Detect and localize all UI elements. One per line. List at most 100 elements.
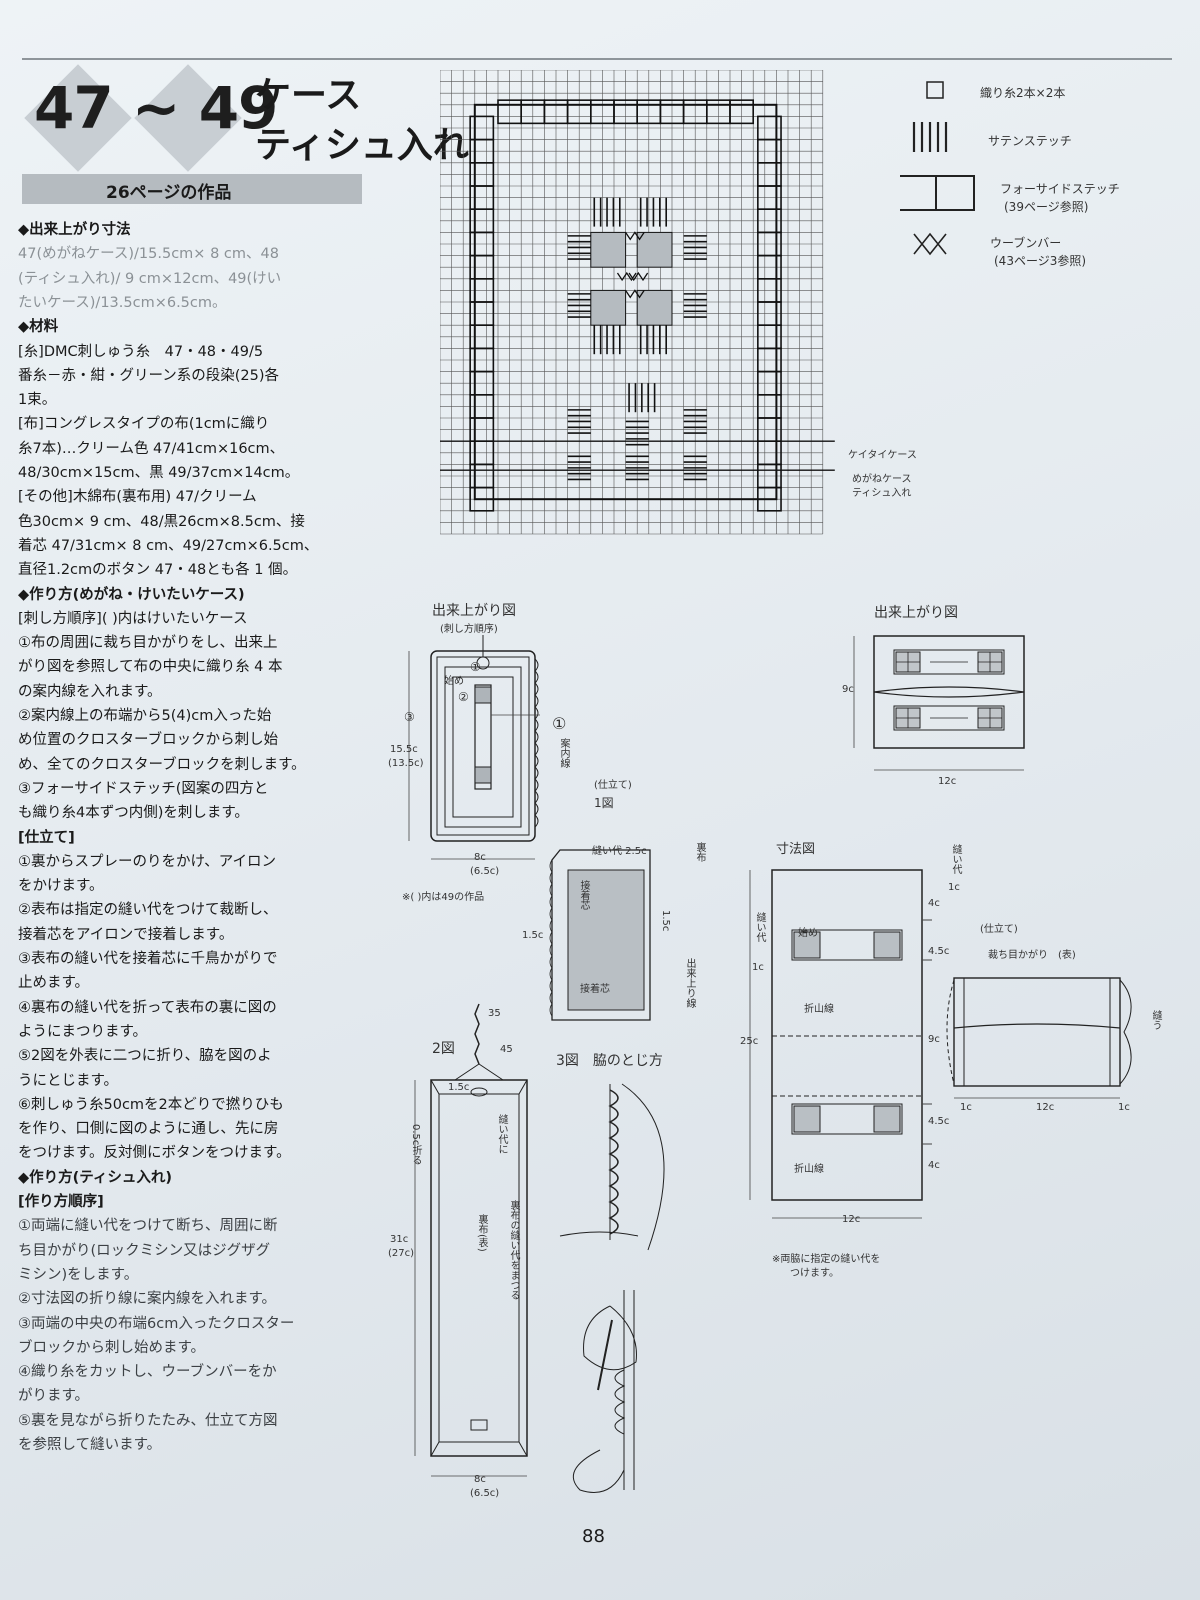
finish-tissue-w1: 1c (960, 1102, 972, 1113)
dims-a4: 4c (928, 898, 940, 909)
fig1-seam: 縫い代 2.5c (592, 846, 647, 857)
instruction-line: [刺し方順序]( )内はけいたいケース (18, 610, 248, 627)
instruction-line: 番糸－赤・紺・グリーン系の段染(25)各 (18, 367, 280, 384)
instruction-line: の案内線を入れます。 (18, 683, 162, 700)
instruction-line: ①裏からスプレーのりをかけ、アイロン (18, 853, 277, 870)
instruction-line: ◆作り方(めがね・けいたいケース) (18, 586, 245, 603)
instruction-line: 着芯 47/31cm× 8 cm、49/27cm×6.5cm、 (18, 537, 319, 554)
dims-title: 寸法図 (776, 842, 816, 857)
finished-case-note: ※( )内は49の作品 (402, 892, 485, 903)
legend-symbols (900, 81, 975, 256)
dims-seam-top-size: 1c (948, 882, 960, 893)
instruction-line: め位置のクロスターブロックから刺し始 (18, 732, 279, 749)
project-number: 47 ~ 49 (34, 74, 278, 142)
dims-b45: 4.5c (928, 1116, 950, 1127)
fig2-height-alt: (27c) (388, 1248, 415, 1259)
fig3-diagram (559, 1083, 665, 1493)
top-rule (22, 58, 1172, 60)
fig2-diagram (414, 1003, 528, 1477)
instruction-line: [糸]DMC刺しゅう糸 47・48・49/5 (18, 343, 264, 360)
instruction-line: 止めます。 (18, 975, 90, 992)
instruction-line: がります。 (18, 1388, 90, 1405)
instruction-line: も織り糸4本ずつ内側)を刺します。 (18, 805, 249, 822)
legend-fourside-ref: (39ページ参照) (1004, 200, 1089, 214)
instruction-line: ◆作り方(ティシュ入れ) (18, 1169, 173, 1186)
fig1-interfacing: 接着芯 (578, 880, 589, 910)
fig1-diagram (549, 849, 651, 1021)
finish-tissue-w2: 12c (1036, 1102, 1055, 1113)
instruction-line: を作り、口側に図のように通し、先に房 (18, 1121, 279, 1138)
finished-case-width-alt: (6.5c) (470, 866, 500, 877)
finished-case-c3: ③ (404, 710, 415, 724)
fig2-height: 31c (390, 1234, 409, 1245)
instruction-line: ①両端に縫い代をつけて断ち、周囲に断 (18, 1218, 278, 1235)
instruction-line: ③表布の縫い代を接着芯に千鳥かがりで (18, 951, 278, 967)
fig1-finish: 出来上り線 (684, 958, 695, 1008)
fig1-subtitle: (仕立て) (594, 780, 632, 791)
legend-fourside-label: フォーサイドステッチ (1000, 182, 1120, 196)
finished-case-c1-right: ① (552, 714, 567, 733)
instruction-line: 1束。 (18, 392, 57, 409)
project-title-line2: ティシュ入れ (255, 125, 469, 166)
fig1-left: 1.5c (522, 930, 544, 941)
fig2-fold-top: 0.5c折る (410, 1124, 421, 1166)
chart-label-keitai: ケイタイケース (848, 450, 917, 461)
instruction-line: ⑤2図を外表に二つに折り、脇を図のよ (18, 1048, 272, 1065)
fig2-loop2: 45 (500, 1044, 513, 1055)
fig2-loop: 35 (488, 1008, 501, 1019)
finished-case-start: 始め (444, 676, 464, 687)
instruction-line: ようにまつります。 (18, 1023, 148, 1040)
dims-total: 25c (740, 1036, 759, 1047)
dims-seam-top: 縫い代 (950, 844, 961, 874)
fig3-title: 3図 脇のとじ方 (556, 1053, 663, 1069)
instruction-line: ⑤裏を見ながら折りたたみ、仕立て方図 (18, 1412, 278, 1429)
instruction-line: 47(めがねケース)/15.5cm× 8 cm、48 (18, 246, 279, 263)
dims-a45: 4.5c (928, 946, 950, 957)
finished-tissue-height: 9c (842, 684, 854, 695)
fig2-side-note: 裏布の縫い代をまつる (508, 1200, 519, 1300)
instruction-line: を参照して縫います。 (18, 1437, 162, 1453)
dims-diagram (749, 869, 932, 1219)
instruction-line: たいケース)/13.5cm×6.5cm。 (18, 294, 227, 311)
fig2-title: 2図 (432, 1041, 455, 1057)
instruction-line: 糸7本)…クリーム色 47/41cm×16cm、 (18, 440, 285, 457)
project-title-line1: ケース (255, 75, 362, 116)
legend-woven-label: ウーブンバー (990, 236, 1062, 250)
instruction-line: ち目かがり(ロックミシン又はジグザグ (18, 1242, 271, 1259)
instruction-line: ②案内線上の布端から5(4)cm入った始 (18, 708, 272, 724)
finished-case-subtitle: (刺し方順序) (440, 624, 498, 635)
fig1-title: 1図 (594, 796, 614, 810)
instruction-line: ◆出来上がり寸法 (18, 222, 131, 238)
instruction-line: ⑥刺しゅう糸50cmを2本どりで撚りひも (18, 1096, 284, 1113)
finished-tissue-diagram (853, 635, 1025, 771)
finish-tissue-w3: 1c (1118, 1102, 1130, 1113)
instruction-line: ②表布は指定の縫い代をつけて裁断し、 (18, 902, 278, 919)
fig2-width: 8c (474, 1474, 486, 1485)
page-number: 88 (582, 1526, 605, 1547)
finished-case-diagram (408, 635, 540, 860)
legend-satin-label: サテンステッチ (988, 134, 1072, 148)
instruction-line: [その他]木綿布(裏布用) 47/クリーム (18, 489, 257, 506)
legend-square-label: 織り糸2本×2本 (980, 86, 1066, 100)
instruction-line: 接着芯をアイロンで接着します。 (18, 926, 234, 943)
finished-case-width: 8c (474, 852, 486, 863)
subtitle-band: 26ページの作品 (22, 174, 362, 204)
stitch-chart (440, 70, 835, 535)
finished-case-height: 15.5c (390, 744, 418, 755)
fig1-seam15: 1.5c (660, 910, 671, 932)
instruction-line: ④織り糸をカットし、ウーブンバーをか (18, 1364, 277, 1381)
dims-fold2: 折山線 (794, 1164, 824, 1175)
finish-tissue-label: 裁ち目かがり (表) (988, 950, 1076, 961)
finished-case-c2: ② (458, 690, 469, 704)
finished-case-guide: 案内線 (558, 738, 569, 768)
instruction-line: ①布の周囲に裁ち目かがりをし、出来上 (18, 635, 278, 652)
dims-b4: 4c (928, 1160, 940, 1171)
instruction-line: ブロックから刺し始めます。 (18, 1339, 206, 1356)
instruction-line: 直径1.2cmのボタン 47・48とも各 1 個。 (18, 562, 298, 579)
instruction-line: 色30cm× 9 cm、48/黒26cm×8.5cm、接 (18, 513, 305, 530)
instruction-line: 48/30cm×15cm、黒 49/37cm×14cm。 (18, 465, 300, 481)
instruction-line: ③フォーサイドステッチ(図案の四方と (18, 780, 269, 797)
legend-woven-ref: (43ページ3参照) (994, 254, 1087, 268)
dims-note1: ※両脇に指定の縫い代を (772, 1254, 881, 1265)
instruction-line: [作り方順序] (18, 1194, 104, 1210)
